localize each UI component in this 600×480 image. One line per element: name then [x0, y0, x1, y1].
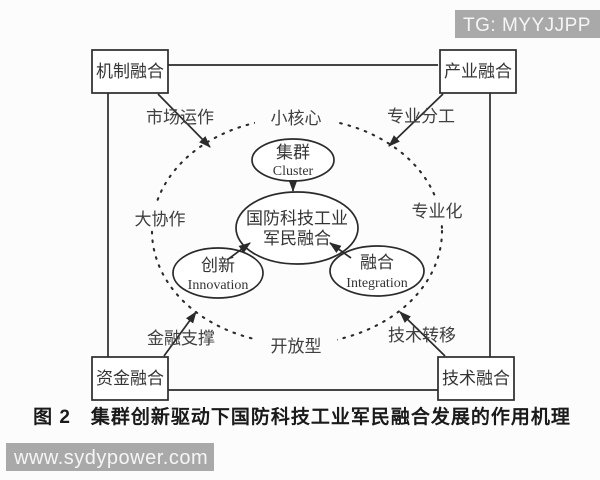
corner-box-capital [91, 356, 169, 401]
cluster-node-label-cn: 集群 [276, 143, 310, 162]
market-operation-arrow [157, 93, 211, 148]
website-watermark-bg [6, 443, 214, 471]
cluster-node-label-en: Cluster [273, 164, 314, 179]
innovation-node-label-en: Innovation [188, 278, 249, 293]
innovation-node-label-cn: 创新 [201, 256, 235, 275]
figure-caption: 图 2 集群创新驱动下国防科技工业军民融合发展的作用机理 [33, 405, 571, 428]
integration-to-core-arrow [329, 242, 352, 259]
collaboration-label-mask [118, 205, 202, 230]
corner-box-mechanism [91, 49, 169, 94]
collaboration-label: 大协作 [135, 210, 186, 229]
financial-support-arrow [163, 311, 197, 357]
open-type-label: 开放型 [271, 337, 322, 356]
integration-ellipse [329, 245, 425, 297]
industry-integration-label: 产业融合 [444, 62, 512, 81]
telegram-watermark-bg [455, 10, 600, 38]
website-watermark: www.sydypower.com [13, 447, 208, 469]
core-ellipse [235, 191, 359, 265]
mechanism-integration-label: 机制融合 [96, 62, 164, 81]
integration-node-label-en: Integration [346, 276, 407, 291]
small-core-label-mask [255, 104, 337, 128]
innovation-to-core-arrow [226, 242, 251, 261]
technology-integration-label: 技术融合 [442, 369, 510, 388]
corner-box-industry [439, 49, 517, 94]
open-type-label-mask [257, 335, 337, 357]
specialization-label: 专业化 [412, 202, 463, 221]
technology-transfer-label: 技术转移 [388, 326, 456, 345]
technology-transfer-arrow [399, 311, 446, 357]
capital-integration-label: 资金融合 [96, 369, 164, 388]
specialization-label-mask [396, 197, 478, 222]
integration-node-label-cn: 融合 [360, 253, 394, 272]
telegram-watermark: TG: MYYJJPP [463, 15, 591, 36]
small-core-label: 小核心 [271, 109, 322, 128]
core-node-label-line2: 军民融合 [263, 229, 331, 248]
division-of-labor-label: 专业分工 [387, 107, 455, 126]
market-operation-label: 市场运作 [146, 108, 214, 127]
core-node-label-line1: 国防科技工业 [246, 209, 348, 228]
division-of-labor-arrow [388, 93, 444, 147]
corner-box-technology [437, 356, 515, 401]
innovation-ellipse [172, 247, 264, 299]
financial-support-label: 金融支撑 [147, 329, 215, 348]
